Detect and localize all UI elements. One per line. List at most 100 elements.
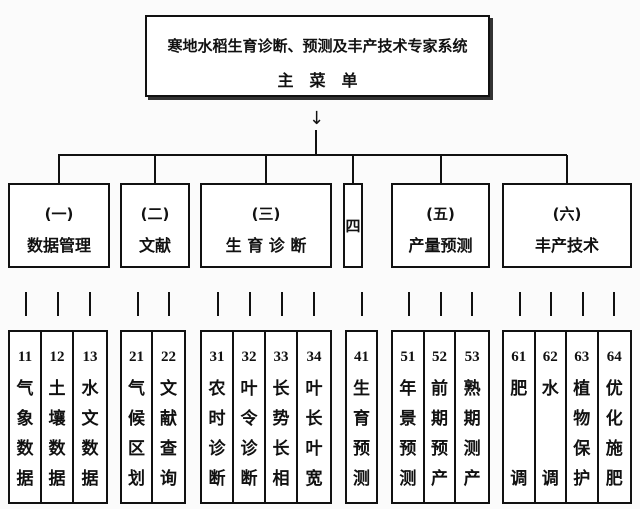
menu-item-13[interactable]: 13 水 文 数 据 (74, 332, 106, 502)
item-code: 21 (129, 349, 144, 365)
item-label: 叶 令 诊 断 (240, 379, 258, 489)
item-label: 生 育 预 测 (353, 379, 370, 489)
tick-line (167, 292, 170, 316)
title-box: 寒地水稻生育诊断、预测及丰产技术专家系统 主菜单 (145, 15, 490, 97)
menu-item-51[interactable]: 51 年 景 预 测 (393, 332, 425, 502)
item-label: 文 献 查 询 (160, 379, 177, 489)
tick-line (518, 292, 521, 316)
menu-item-21[interactable]: 21 气 候 区 划 (122, 332, 153, 502)
tick-line (360, 292, 363, 316)
tick-line (57, 292, 59, 316)
group-number: (一) (44, 205, 74, 223)
tick-line (407, 292, 410, 316)
group-number: (三) (251, 205, 281, 223)
group-name: 数据管理 (26, 236, 91, 255)
tick-line (550, 292, 553, 316)
subgroup-box-5: 51 年 景 预 测 52 前 期 预 产 53 熟 期 测 产 (391, 330, 490, 504)
item-code: 52 (431, 349, 447, 365)
item-code: 53 (464, 349, 480, 365)
item-label: 年 景 预 测 (399, 379, 417, 489)
item-code: 61 (511, 349, 527, 365)
menu-item-22[interactable]: 22 文 献 查 询 (153, 332, 184, 502)
item-code: 22 (161, 349, 176, 365)
group-name: 产量预测 (408, 236, 473, 255)
group-box-4[interactable]: 四 (343, 183, 363, 268)
group-name: 生 育 诊 断 (225, 236, 307, 255)
group-box-6[interactable]: (六) 丰产技术 (502, 183, 632, 268)
item-label: 长 势 长 相 (272, 379, 290, 489)
menu-item-63[interactable]: 63 植 物 保 护 (567, 332, 599, 502)
item-label: 叶 长 叶 宽 (305, 379, 323, 489)
item-label: 农 时 诊 断 (208, 379, 226, 489)
connector-line (352, 155, 354, 183)
group-box-5[interactable]: (五) 产量预测 (391, 183, 490, 268)
group-number: (六) (552, 205, 582, 223)
group-name: 文献 (138, 236, 171, 255)
tick-line (613, 292, 616, 316)
item-label: 土 壤 数 据 (48, 379, 66, 489)
menu-item-32[interactable]: 32 叶 令 诊 断 (234, 332, 266, 502)
subgroup-box-3: 31 农 时 诊 断 32 叶 令 诊 断 33 长 势 长 相 34 叶 长 叶 宽 (200, 330, 332, 504)
tick-line (439, 292, 442, 316)
item-label: 熟 期 测 产 (463, 379, 481, 489)
menu-item-62[interactable]: 62 水 调 (536, 332, 567, 502)
menu-item-41[interactable]: 41 生 育 预 测 (347, 332, 376, 502)
connector-line (58, 155, 60, 183)
item-code: 51 (400, 349, 416, 365)
tick-line (471, 292, 474, 316)
connector-line (439, 155, 442, 183)
subgroup-box-6: 61 肥 调 62 水 调 63 植 物 保 护 64 优 化 施 肥 (502, 330, 632, 504)
item-label: 气 象 数 据 (16, 379, 34, 489)
item-code: 64 (606, 349, 622, 365)
item-code: 12 (49, 349, 65, 365)
menu-item-33[interactable]: 33 长 势 长 相 (266, 332, 298, 502)
item-code: 31 (209, 349, 225, 365)
group-number: (二) (140, 205, 170, 223)
item-label: 气 候 区 划 (128, 379, 145, 489)
menu-item-53[interactable]: 53 熟 期 测 产 (456, 332, 488, 502)
item-label: 优 化 施 肥 (605, 379, 623, 489)
group-number: 四 (345, 217, 361, 235)
menu-item-12[interactable]: 12 土 壤 数 据 (42, 332, 74, 502)
down-arrow-icon: ↓ (309, 108, 325, 129)
group-number: (五) (426, 205, 455, 223)
subgroup-box-2: 21 气 候 区 划 22 文 献 查 询 (120, 330, 186, 504)
tick-line (581, 292, 584, 316)
group-box-1[interactable]: (一) 数据管理 (8, 183, 110, 268)
tick-line (313, 292, 315, 316)
tick-line (281, 292, 283, 316)
tick-line (249, 292, 251, 316)
group-box-2[interactable]: (二) 文献 (120, 183, 190, 268)
group-box-3[interactable]: (三) 生 育 诊 断 (200, 183, 332, 268)
system-title: 寒地水稻生育诊断、预测及丰产技术专家系统 (167, 37, 468, 55)
item-code: 34 (306, 349, 322, 365)
menu-item-34[interactable]: 34 叶 长 叶 宽 (298, 332, 330, 502)
connector-line (58, 154, 567, 156)
menu-item-64[interactable]: 64 优 化 施 肥 (599, 332, 631, 502)
item-code: 33 (273, 349, 289, 365)
item-label: 前 期 预 产 (430, 379, 448, 489)
item-label: 植 物 保 护 (573, 379, 591, 489)
group-name: 丰产技术 (534, 236, 599, 255)
tick-line (217, 292, 219, 316)
connector-line (265, 155, 267, 183)
connector-line (566, 155, 568, 183)
item-code: 62 (542, 349, 558, 365)
item-label: 水 调 (541, 379, 559, 489)
item-code: 63 (574, 349, 590, 365)
item-code: 13 (82, 349, 98, 365)
item-code: 32 (241, 349, 257, 365)
menu-item-61[interactable]: 61 肥 调 (504, 332, 536, 502)
tick-line (136, 292, 139, 316)
tick-line (89, 292, 91, 316)
subgroup-box-4: 41 生 育 预 测 (345, 330, 378, 504)
connector-line (154, 155, 156, 183)
item-code: 41 (354, 349, 369, 365)
item-label: 水 文 数 据 (81, 379, 99, 489)
main-menu-label: 主菜单 (277, 71, 374, 90)
menu-item-52[interactable]: 52 前 期 预 产 (425, 332, 457, 502)
item-label: 肥 调 (510, 379, 528, 489)
menu-item-31[interactable]: 31 农 时 诊 断 (202, 332, 234, 502)
